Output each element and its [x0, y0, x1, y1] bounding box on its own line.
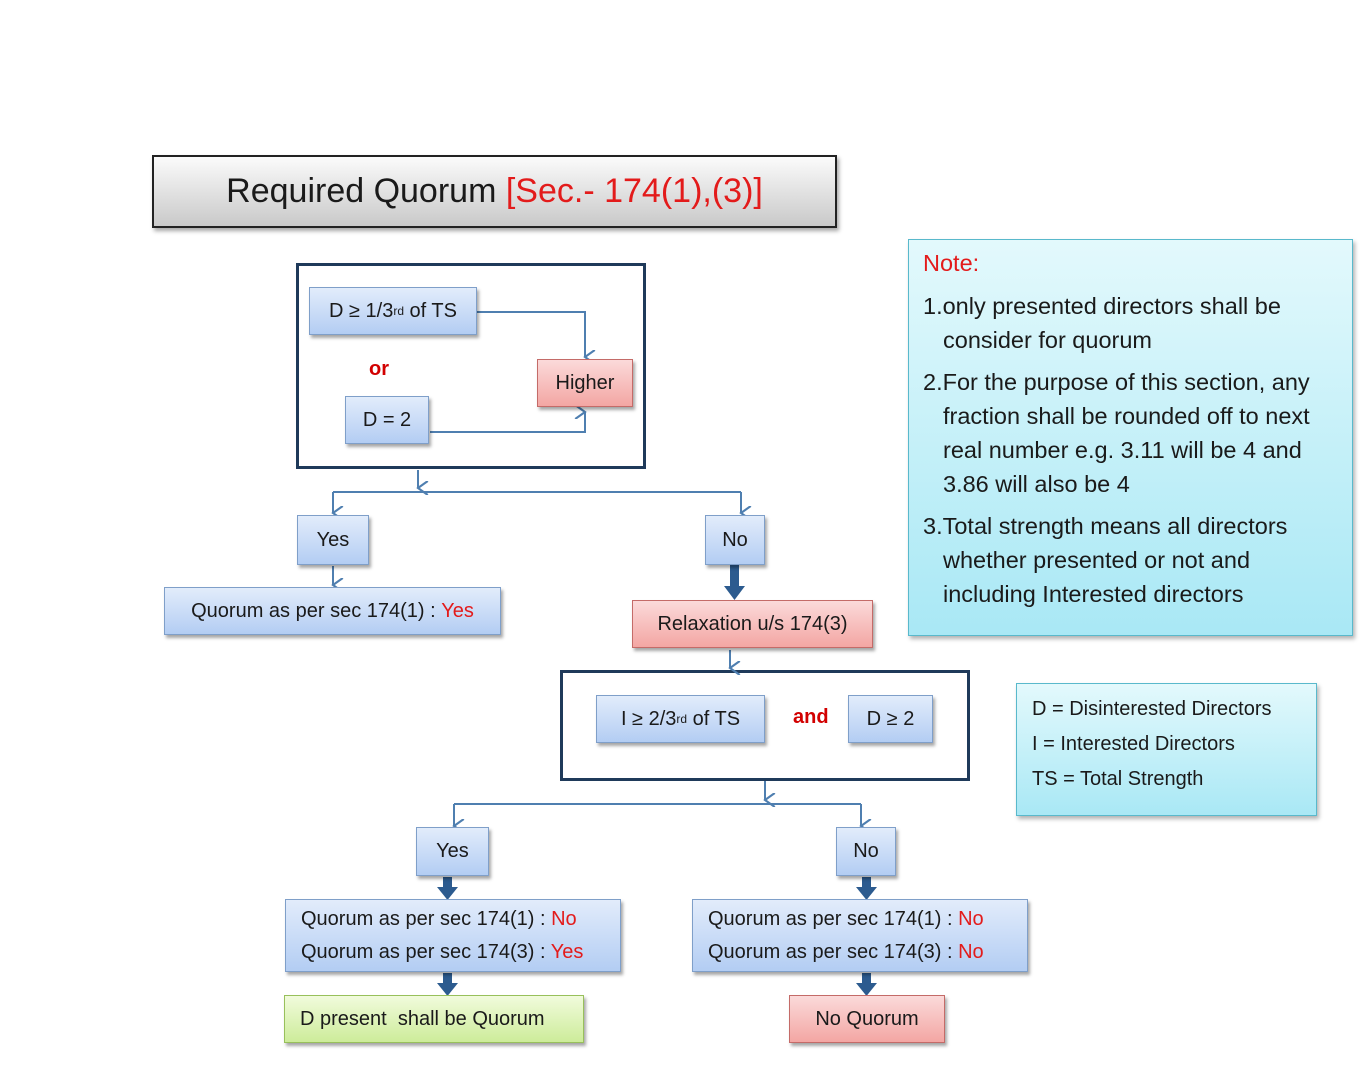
yes-box-1: Yes	[297, 515, 369, 565]
yes-branch-results: Quorum as per sec 174(1) : No Quorum as …	[285, 899, 621, 972]
and-label: and	[793, 706, 829, 728]
no-box-1: No	[705, 515, 765, 565]
legend-item: D = Disinterested Directors	[1032, 698, 1272, 720]
title-section: [Sec.- 174(1),(3)]	[505, 172, 763, 210]
connector-d13-to-higher	[476, 311, 585, 357]
condition-text: I ≥ 2/3	[620, 707, 677, 730]
thick-arrow-yes2-to-result	[437, 877, 458, 900]
result-value: No	[551, 907, 577, 930]
condition-text: D ≥ 1/3	[328, 299, 394, 322]
quorum-174-1-yes-result: Quorum as per sec 174(1) : Yes	[164, 587, 501, 635]
note-heading: Note:	[923, 250, 980, 276]
note-item: 2.For the purpose of this section, any f…	[923, 369, 1310, 497]
result-value: Yes	[550, 940, 584, 963]
or-label: or	[369, 358, 389, 380]
condition-suffix: of TS	[687, 707, 741, 730]
superscript: rd	[393, 304, 404, 318]
legend-item: TS = Total Strength	[1032, 768, 1204, 790]
yes-box-2: Yes	[416, 827, 489, 876]
connector-d2-to-higher	[430, 412, 585, 433]
result-value: Yes	[441, 599, 474, 622]
thick-arrow-no1-to-relax	[724, 565, 745, 600]
title-main: Required Quorum	[226, 172, 497, 210]
legend-box: D = Disinterested Directors I = Interest…	[1016, 683, 1317, 816]
note-box: Note: 1.only presented directors shall b…	[908, 239, 1353, 636]
result-label: Quorum as per sec 174(1) :	[301, 907, 552, 930]
thick-arrow-yes2-final	[437, 973, 458, 996]
result-line-174-1: Quorum as per sec 174(1) : No	[708, 908, 984, 931]
result-label: Quorum as per sec 174(1) :	[191, 599, 442, 622]
final-result-text: D present shall be Quorum	[300, 1007, 545, 1030]
no-branch-results: Quorum as per sec 174(1) : No Quorum as …	[692, 899, 1028, 972]
thick-arrow-no2-final	[856, 973, 877, 996]
result-line-174-3: Quorum as per sec 174(3) : Yes	[301, 941, 583, 964]
result-label: Quorum as per sec 174(3) :	[708, 940, 959, 963]
condition-d-gte-2: D ≥ 2	[848, 695, 933, 743]
result-label: Quorum as per sec 174(1) :	[708, 907, 959, 930]
d-present-quorum-box: D present shall be Quorum	[284, 995, 584, 1043]
condition-suffix: of TS	[404, 299, 457, 322]
superscript: rd	[676, 712, 688, 726]
legend-item: I = Interested Directors	[1032, 733, 1235, 755]
page-title: Required Quorum [Sec.- 174(1),(3)]	[152, 155, 837, 228]
result-label: Quorum as per sec 174(3) :	[301, 940, 551, 963]
no-quorum-box: No Quorum	[789, 995, 945, 1043]
result-value: No	[958, 907, 984, 930]
thick-arrow-no2-to-result	[856, 877, 877, 900]
relaxation-box: Relaxation u/s 174(3)	[632, 600, 873, 648]
no-box-2: No	[836, 827, 896, 876]
higher-box: Higher	[537, 359, 633, 407]
note-item: 3.Total strength means all directors whe…	[923, 513, 1288, 607]
result-line-174-1: Quorum as per sec 174(1) : No	[301, 908, 577, 931]
result-line-174-3: Quorum as per sec 174(3) : No	[708, 941, 984, 964]
result-value: No	[958, 940, 984, 963]
condition-d-equals-2: D = 2	[345, 396, 429, 444]
note-item: 1.only presented directors shall be cons…	[923, 293, 1281, 353]
